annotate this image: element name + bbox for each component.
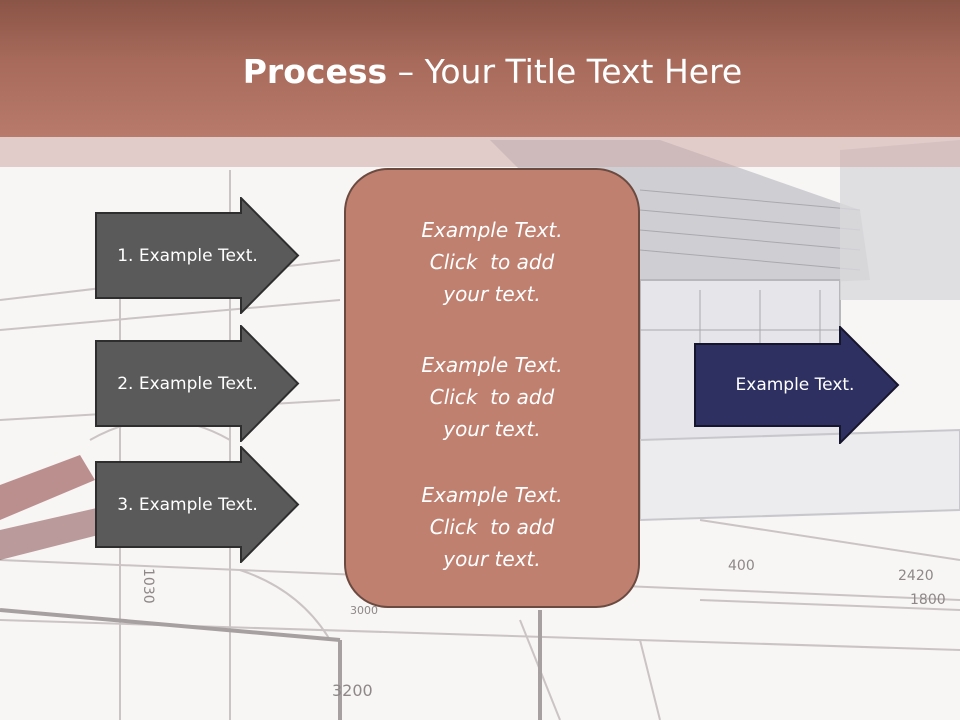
text-line: your text. xyxy=(443,282,541,306)
text-line: Click to add xyxy=(429,515,555,539)
step-label: 1. Example Text. xyxy=(117,245,258,266)
text-line: your text. xyxy=(443,417,541,441)
title-bar-shadow-band xyxy=(0,137,960,167)
slide-title[interactable]: Process – Your Title Text Here xyxy=(0,52,960,91)
center-text-block-3[interactable]: Example Text. Click to add your text. xyxy=(346,479,638,575)
dimension-label: 2420 xyxy=(898,568,934,584)
text-line: Example Text. xyxy=(421,218,563,242)
text-line: Click to add xyxy=(429,385,555,409)
arrow-shape xyxy=(694,326,900,444)
arrow-shape xyxy=(95,446,300,563)
title-bold-word: Process xyxy=(242,52,388,91)
text-line: your text. xyxy=(443,547,541,571)
title-bar xyxy=(0,0,960,137)
arrow-shape xyxy=(95,197,300,314)
text-line: Example Text. xyxy=(421,483,563,507)
arrow-shape xyxy=(95,325,300,442)
step-label: 2. Example Text. xyxy=(117,373,258,394)
result-arrow[interactable]: Example Text. xyxy=(694,326,900,444)
dimension-label: 1030 xyxy=(140,568,156,604)
step-3-arrow[interactable]: 3. Example Text. xyxy=(95,446,300,563)
center-text-block-2[interactable]: Example Text. Click to add your text. xyxy=(346,349,638,445)
step-1-arrow[interactable]: 1. Example Text. xyxy=(95,197,300,314)
dimension-label: 3000 xyxy=(350,604,378,617)
dimension-label: 1800 xyxy=(910,592,946,608)
dimension-label: 400 xyxy=(728,558,755,574)
title-rest: – Your Title Text Here xyxy=(387,52,743,91)
center-text-block-1[interactable]: Example Text. Click to add your text. xyxy=(346,214,638,310)
text-line: Example Text. xyxy=(421,353,563,377)
step-2-arrow[interactable]: 2. Example Text. xyxy=(95,325,300,442)
result-label: Example Text. xyxy=(735,375,855,395)
text-line: Click to add xyxy=(429,250,555,274)
center-content-box[interactable]: Example Text. Click to add your text. Ex… xyxy=(344,168,640,608)
dimension-label: 3200 xyxy=(332,681,373,700)
step-label: 3. Example Text. xyxy=(117,494,258,515)
